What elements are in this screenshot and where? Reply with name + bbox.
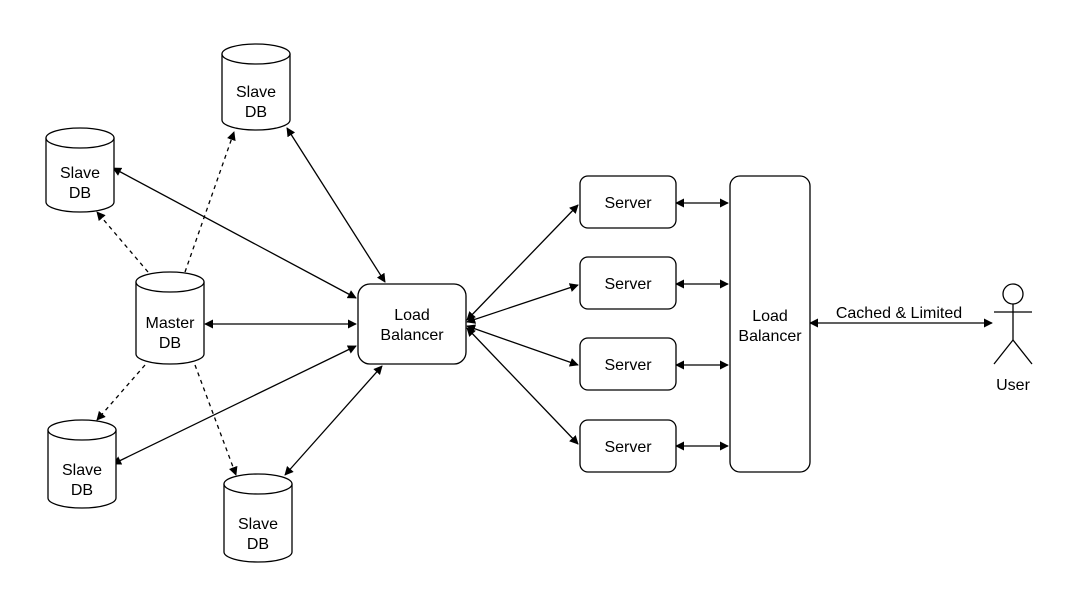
server-2: Server <box>579 256 677 310</box>
master-db: Master DB <box>135 271 205 365</box>
slave-db-top: Slave DB <box>221 43 291 131</box>
user-label: User <box>996 377 1030 394</box>
db-load-balancer-label-line2: Balancer <box>380 327 444 344</box>
slave-db-upper-left: Slave DB <box>45 127 115 213</box>
lb-edge-server-1 <box>466 204 579 321</box>
db-load-balancer: Load Balancer <box>357 283 467 365</box>
user-link-label: Cached & Limited <box>836 305 962 322</box>
server-2-label: Server <box>604 276 652 293</box>
server-1: Server <box>579 175 677 229</box>
web-load-balancer-label-line1: Load <box>752 308 788 325</box>
user-icon <box>993 283 1033 365</box>
user-actor: User <box>993 283 1033 394</box>
db-load-balancer-label-line1: Load <box>394 307 430 324</box>
server-3-label: Server <box>604 357 652 374</box>
slave-db-bottom-label-line2: DB <box>247 536 269 553</box>
server-4-label: Server <box>604 439 652 456</box>
lb-edge-slave-bottom <box>284 365 383 476</box>
slave-db-top-label-line2: DB <box>245 104 267 121</box>
server-4: Server <box>579 419 677 473</box>
replication-edge-upper-left <box>96 211 149 273</box>
replication-edge-top <box>184 131 236 273</box>
lb-edge-server-2 <box>466 283 579 324</box>
server-1-label: Server <box>604 195 652 212</box>
master-db-label-line1: Master <box>146 315 196 332</box>
master-db-label-line2: DB <box>159 335 181 352</box>
web-load-balancer: Load Balancer <box>729 175 811 473</box>
lb-edge-slave-top <box>286 127 386 283</box>
slave-db-lower-left-label-line1: Slave <box>62 462 102 479</box>
web-load-balancer-label-line2: Balancer <box>738 328 802 345</box>
lb-edge-slave-lower-left <box>112 345 357 465</box>
server-3: Server <box>579 337 677 391</box>
slave-db-lower-left-label-line2: DB <box>71 482 93 499</box>
replication-edge-lower-left <box>96 364 146 421</box>
lb-edge-server-4 <box>466 327 579 445</box>
slave-db-top-label-line1: Slave <box>236 84 276 101</box>
replication-edge-bottom <box>194 364 238 476</box>
slave-db-bottom: Slave DB <box>223 473 293 563</box>
slave-db-upper-left-label-line2: DB <box>69 185 91 202</box>
slave-db-bottom-label-line1: Slave <box>238 516 278 533</box>
slave-db-upper-left-label-line1: Slave <box>60 165 100 182</box>
slave-db-lower-left: Slave DB <box>47 419 117 509</box>
lb-edge-slave-upper-left <box>112 167 357 299</box>
